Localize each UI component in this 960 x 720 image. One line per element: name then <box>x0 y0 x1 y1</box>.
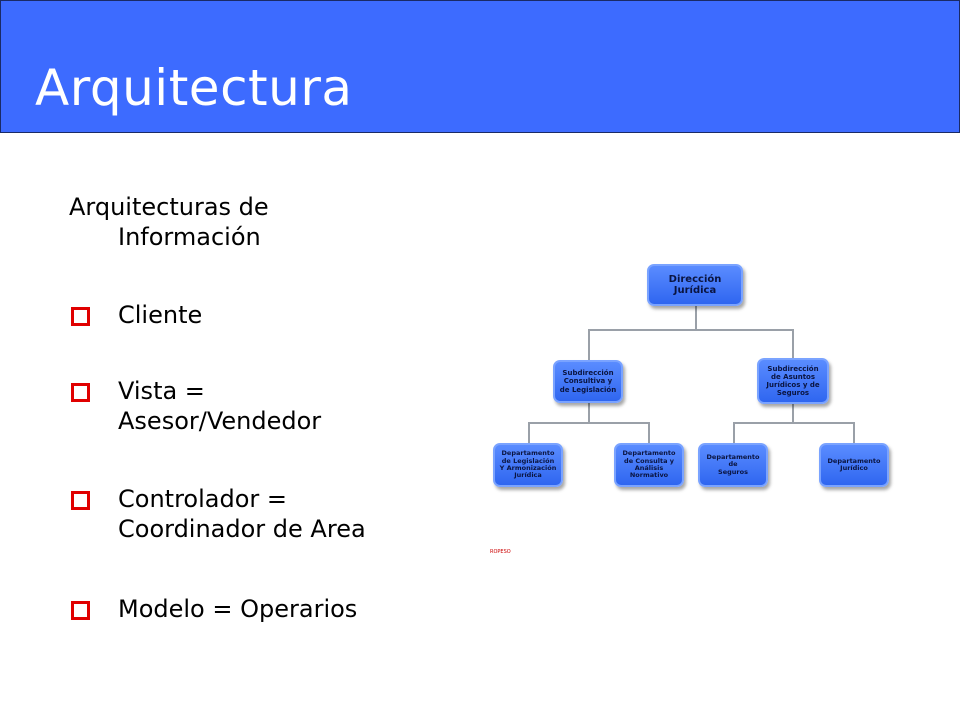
bullet-text: Controlador = Coordinador de Area <box>118 484 458 544</box>
connector-line <box>853 422 855 444</box>
bullet-text: Modelo = Operarios <box>118 595 358 623</box>
org-node-level2: Subdirección Consultiva y de Legislación <box>553 360 623 403</box>
square-bullet-icon <box>71 383 90 402</box>
bullet-content: Arquitecturas de Información Cliente Vis… <box>69 192 449 623</box>
bullet-text: Cliente <box>118 301 203 329</box>
connector-line <box>528 422 530 444</box>
square-bullet-icon <box>71 307 90 326</box>
connector-line <box>588 402 590 422</box>
org-node-level3: Departamento de Legislación Y Armonizaci… <box>493 443 563 487</box>
square-bullet-icon <box>71 601 90 620</box>
connector-line <box>792 329 794 361</box>
connector-line <box>648 422 650 444</box>
bullet-line-2: Asesor/Vendedor <box>118 407 322 435</box>
slide-title: Arquitectura <box>35 59 353 117</box>
connector-line <box>733 422 855 424</box>
org-node-level3: Departamento de Seguros <box>698 443 768 487</box>
org-node-level2: Subdirección de Asuntos Jurídicos y de S… <box>757 358 829 404</box>
connector-line <box>733 422 735 444</box>
bullet-line-1: Controlador = <box>118 485 287 513</box>
connector-line <box>528 422 650 424</box>
title-banner: Arquitectura <box>0 0 960 133</box>
connector-line <box>588 329 794 331</box>
intro-line-1: Arquitecturas de <box>69 193 269 221</box>
bullet-text: Vista = Asesor/Vendedor <box>118 376 458 436</box>
org-node-root: Dirección Jurídica <box>647 264 743 306</box>
org-node-level3: Departamento de Consulta y Análisis Norm… <box>614 443 684 487</box>
intro-text: Arquitecturas de Información <box>69 192 449 252</box>
chart-footnote: ROPESO <box>490 549 511 555</box>
org-node-level3: Departamento Jurídico <box>819 443 889 487</box>
connector-line <box>695 305 697 329</box>
bullet-line-1: Vista = <box>118 377 205 405</box>
bullet-line-2: Coordinador de Area <box>118 515 366 543</box>
intro-line-2: Información <box>118 223 261 251</box>
connector-line <box>588 329 590 361</box>
square-bullet-icon <box>71 491 90 510</box>
connector-line <box>792 402 794 422</box>
